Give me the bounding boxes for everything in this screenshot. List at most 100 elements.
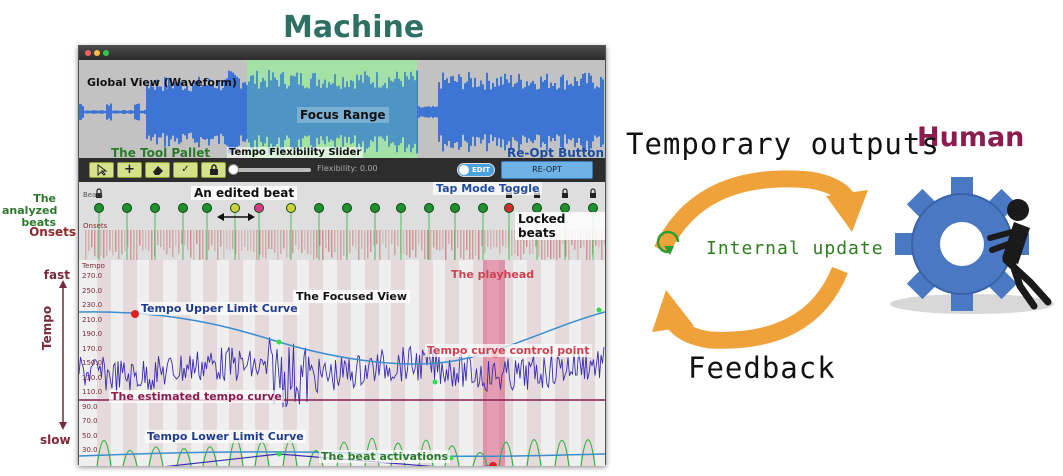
onset-mark bbox=[172, 230, 174, 258]
beat-activation bbox=[148, 446, 164, 466]
onset-mark bbox=[109, 230, 111, 251]
tempo-tick-label: 70.0 bbox=[82, 417, 98, 425]
onset-mark bbox=[268, 230, 270, 250]
beat-activation bbox=[202, 446, 218, 466]
feedback-label: Feedback bbox=[688, 351, 836, 385]
focus-range-overlay bbox=[247, 60, 417, 158]
onset-mark bbox=[565, 230, 567, 257]
lock-icon bbox=[590, 193, 596, 198]
onset-mark bbox=[130, 230, 132, 260]
app-window: Global View (Waveform) Focus Range The T… bbox=[78, 45, 606, 466]
beat-marker bbox=[150, 203, 160, 213]
beat-activation bbox=[122, 449, 138, 466]
control-point bbox=[489, 462, 497, 466]
onset-mark bbox=[484, 230, 486, 253]
onset-mark bbox=[142, 230, 144, 251]
tempo-tick-label: 190.0 bbox=[82, 330, 103, 338]
add-beat-button[interactable]: + bbox=[117, 162, 142, 178]
eraser-icon bbox=[152, 166, 163, 175]
edit-toggle-label: EDIT bbox=[472, 166, 490, 174]
onset-mark bbox=[415, 230, 417, 258]
eraser-tool-button[interactable] bbox=[145, 162, 170, 178]
tempo-flexibility-slider[interactable] bbox=[228, 164, 311, 175]
onset-mark bbox=[445, 230, 447, 260]
onset-mark bbox=[481, 230, 483, 247]
onset-mark bbox=[328, 230, 330, 252]
onset-mark bbox=[133, 230, 135, 260]
fast-label: fast bbox=[43, 268, 70, 282]
beat-activation bbox=[96, 440, 112, 466]
onset-mark bbox=[217, 230, 219, 260]
slider-thumb[interactable] bbox=[228, 164, 239, 175]
onset-mark bbox=[136, 230, 138, 260]
output-arrow-head bbox=[826, 190, 868, 232]
checkmark-icon: ✓ bbox=[181, 164, 190, 175]
control-point-label: Tempo curve control point bbox=[425, 344, 592, 357]
onset-mark bbox=[460, 230, 462, 259]
onset-mark bbox=[490, 230, 492, 250]
focus-range-label: Focus Range bbox=[297, 107, 389, 123]
onset-mark bbox=[199, 230, 201, 260]
onset-mark bbox=[145, 230, 147, 249]
onset-mark bbox=[274, 230, 276, 253]
beat-marker bbox=[178, 203, 188, 213]
onset-mark bbox=[412, 230, 414, 251]
onset-mark bbox=[193, 230, 195, 260]
onset-mark bbox=[244, 230, 246, 247]
beat-marker bbox=[230, 203, 240, 213]
confirm-tool-button[interactable]: ✓ bbox=[173, 162, 198, 178]
tempo-tick-label: 110.0 bbox=[82, 388, 103, 396]
beats-onsets-panel[interactable]: Beats Onsets Tap Mode Toggle An edited b… bbox=[79, 182, 605, 260]
focused-view-label: The Focused View bbox=[293, 290, 411, 303]
tempo-tick-label: 90.0 bbox=[82, 402, 98, 411]
beat-activation bbox=[580, 439, 596, 466]
minimize-window-button[interactable] bbox=[94, 50, 100, 56]
onset-mark bbox=[187, 230, 189, 251]
lock-icon bbox=[506, 193, 512, 198]
onset-mark bbox=[178, 230, 180, 254]
onset-mark bbox=[430, 230, 432, 260]
estimated-curve-label: The estimated tempo curve bbox=[109, 390, 284, 403]
onset-mark bbox=[157, 230, 159, 246]
onset-mark bbox=[112, 230, 114, 256]
anchor-point bbox=[276, 339, 282, 345]
onset-mark bbox=[532, 230, 534, 254]
maximize-window-button[interactable] bbox=[103, 50, 109, 56]
onset-mark bbox=[169, 230, 171, 249]
reopt-button[interactable]: RE-OPT bbox=[501, 161, 593, 179]
onset-mark bbox=[253, 230, 255, 253]
onset-mark bbox=[370, 230, 372, 252]
onset-mark bbox=[298, 230, 300, 250]
lock-shackle bbox=[96, 188, 102, 193]
onset-mark bbox=[316, 230, 318, 259]
onset-mark bbox=[514, 230, 516, 255]
onset-mark bbox=[379, 230, 381, 260]
onset-mark bbox=[427, 230, 429, 260]
lock-tool-button[interactable] bbox=[201, 162, 226, 178]
beat-band bbox=[473, 260, 487, 466]
beat-marker bbox=[478, 203, 488, 213]
onset-mark bbox=[235, 230, 237, 255]
onset-mark bbox=[511, 230, 513, 256]
onsets-track-label: Onsets bbox=[83, 222, 108, 230]
tempo-tick-label: 210.0 bbox=[82, 315, 103, 324]
tap-mode-toggle-label: Tap Mode Toggle bbox=[433, 182, 543, 195]
beats-track-label: Beats bbox=[83, 191, 103, 199]
onset-mark bbox=[487, 230, 489, 247]
pointer-tool-button[interactable] bbox=[89, 162, 114, 178]
edit-toggle[interactable]: EDIT bbox=[457, 163, 495, 177]
beat-marker bbox=[202, 203, 212, 213]
onset-mark bbox=[340, 230, 342, 260]
tempo-tick-label: 250.0 bbox=[82, 286, 103, 295]
close-window-button[interactable] bbox=[85, 50, 91, 56]
onset-mark bbox=[232, 230, 234, 250]
upper-limit-label: Tempo Upper Limit Curve bbox=[139, 302, 300, 315]
slow-label: slow bbox=[40, 433, 71, 447]
onset-mark bbox=[601, 230, 603, 260]
anchor-point bbox=[432, 379, 438, 385]
onset-mark bbox=[448, 230, 450, 245]
global-waveform-view[interactable]: Global View (Waveform) Focus Range The T… bbox=[79, 60, 605, 160]
onset-mark bbox=[259, 230, 261, 255]
tempo-axis-label: Tempo bbox=[40, 305, 54, 350]
